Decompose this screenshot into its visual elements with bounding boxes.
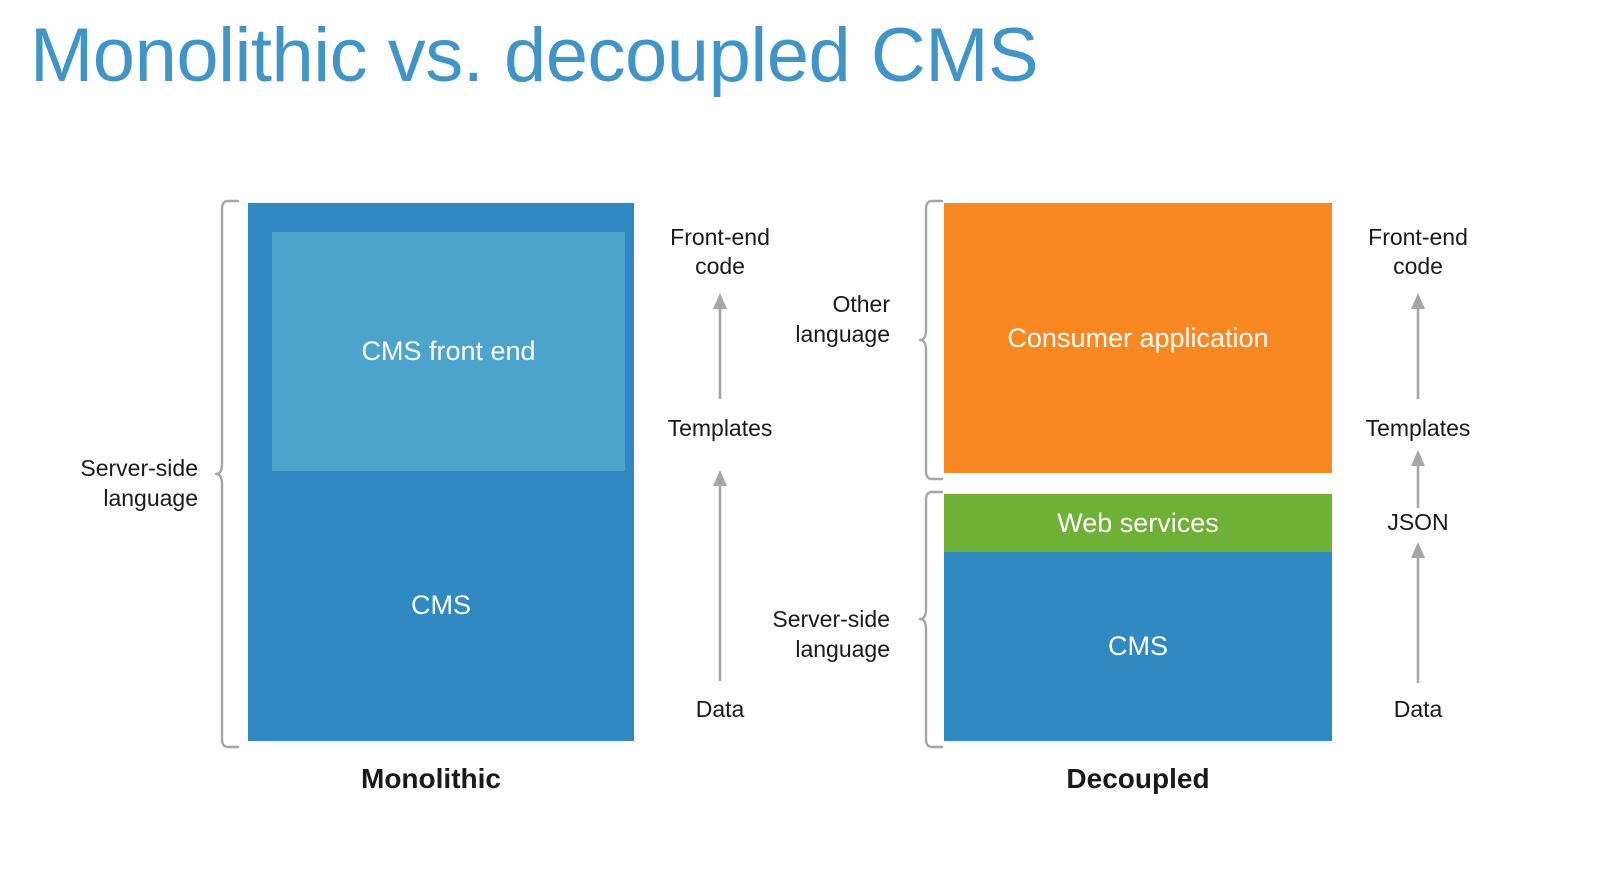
monolithic-brace-icon bbox=[214, 199, 240, 749]
decoupled-flow-json-label: JSON bbox=[1387, 509, 1449, 535]
decoupled-top-brace-icon bbox=[918, 199, 944, 481]
decoupled-caption: Decoupled bbox=[1066, 763, 1210, 794]
monolithic-brace-label: Server-side language bbox=[80, 455, 198, 512]
decoupled-flow-arrow-up-1 bbox=[1411, 293, 1425, 399]
monolithic-flow-arrow-up-top bbox=[713, 293, 727, 399]
monolithic-caption: Monolithic bbox=[361, 763, 501, 794]
decoupled-server-side-language-label: Server-side language bbox=[772, 606, 890, 663]
decoupled-flow-arrow-up-2 bbox=[1411, 450, 1425, 508]
page-title: Monolithic vs. decoupled CMS bbox=[30, 13, 1039, 98]
monolithic-flow-arrow-up-bottom bbox=[713, 470, 727, 681]
monolithic-flow-data-label: Data bbox=[695, 696, 745, 722]
decoupled-consumer-application-label: Consumer application bbox=[1007, 322, 1269, 353]
decoupled-cms-label: CMS bbox=[1108, 631, 1168, 661]
decoupled-flow-templates-label: Templates bbox=[1365, 415, 1471, 441]
decoupled-web-services-label: Web services bbox=[1057, 507, 1219, 538]
monolithic-flow-front-end-code-label: Front-end code bbox=[670, 224, 770, 280]
decoupled-web-services-box[interactable]: Web services bbox=[944, 494, 1332, 552]
decoupled-consumer-application-box[interactable]: Consumer application bbox=[944, 203, 1332, 473]
decoupled-bottom-brace-icon bbox=[918, 490, 944, 749]
monolithic-flow-templates-label: Templates bbox=[667, 415, 773, 441]
decoupled-other-language-label: Other language bbox=[795, 291, 890, 348]
decoupled-flow-arrow-up-3 bbox=[1411, 542, 1425, 683]
decoupled-flow-data-label: Data bbox=[1393, 696, 1443, 722]
monolithic-cms-label: CMS bbox=[411, 590, 471, 620]
decoupled-cms-box[interactable]: CMS bbox=[944, 552, 1332, 741]
decoupled-flow-front-end-code-label: Front-end code bbox=[1368, 224, 1468, 280]
monolithic-cms-front-end-label: CMS front end bbox=[361, 336, 536, 366]
monolithic-cms-front-end-box[interactable]: CMS front end bbox=[272, 232, 625, 471]
